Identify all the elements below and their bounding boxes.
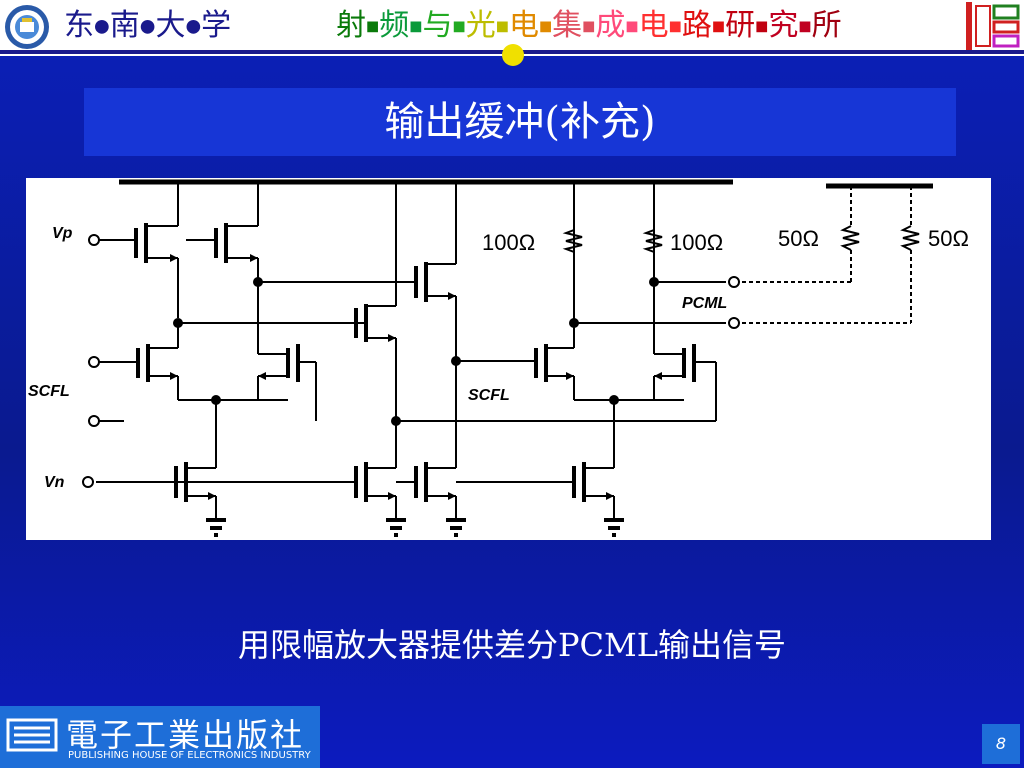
lab-separator: ■ [366,18,380,35]
lab-separator: ■ [711,18,726,35]
lab-char: 光 [465,8,496,43]
pcml-label: PCML [682,295,727,312]
lab-char: 电 [638,8,669,43]
resistor-100-left-label: 100Ω [482,230,535,255]
pcml-terminal-bottom [728,317,740,329]
lab-separator: ■ [538,18,553,35]
lab-char: 集 [552,8,583,43]
vp-label: Vp [52,225,73,242]
lab-char: 究 [768,8,799,43]
slide-caption: 用限幅放大器提供差分PCML输出信号 [237,626,787,664]
university-char: 南 [109,8,140,43]
lab-separator: ■ [495,18,509,35]
university-char: 东 [64,8,94,43]
pcml-terminal-top [728,276,740,288]
header-dot [502,44,524,66]
vp-terminal [88,234,100,246]
university-name: 东●南●大●学 [64,6,231,47]
lab-char: 电 [508,8,539,43]
title-band [84,88,956,156]
scfl-terminal-bottom [88,415,100,427]
scfl-right-label: SCFL [468,387,510,404]
lab-char: 射 [336,8,366,43]
lab-char: 成 [595,8,626,43]
resistor-50-left-label: 50Ω [778,226,819,251]
lab-name: 射■频■与■光■电■集■成■电■路■研■究■所 [336,6,842,47]
university-separator: ● [139,15,156,37]
lab-separator: ■ [798,18,812,35]
lab-separator: ■ [668,18,682,35]
lab-char: 研 [725,8,756,43]
page-number: 8 [982,724,1020,764]
university-char: 大 [155,8,186,43]
university-char: 学 [201,8,232,43]
publisher-bar: 電子工業出版社 PUBLISHING HOUSE OF ELECTRONICS … [0,706,320,768]
corner-decoration-icon [966,2,1020,50]
publisher-name: 電子工業出版社 [66,716,305,754]
scfl-terminal-top [88,356,100,368]
publisher-english-name: PUBLISHING HOUSE OF ELECTRONICS INDUSTRY [68,750,311,761]
lab-separator: ■ [452,18,466,35]
vn-label: Vn [44,474,65,491]
circuit-schematic: Vp SCFL Vn SCFL PCML 100Ω 100Ω 50Ω 50Ω [26,178,991,540]
university-separator: ● [94,15,110,37]
lab-char: 与 [422,8,453,43]
lab-char: 频 [379,8,410,43]
vn-terminal [82,476,94,488]
lab-separator: ■ [625,18,639,35]
lab-char: 路 [681,8,712,43]
lab-separator: ■ [409,18,423,35]
publisher-logo-icon [6,718,58,752]
university-separator: ● [185,15,202,37]
resistor-50-right-label: 50Ω [928,226,969,251]
lab-char: 所 [811,8,842,43]
slide-title: 输出缓冲(补充) [384,99,656,145]
scfl-left-label: SCFL [28,383,70,400]
university-logo-icon [5,5,49,49]
resistor-100-right-label: 100Ω [670,230,723,255]
lab-separator: ■ [582,18,596,35]
lab-separator: ■ [755,18,769,35]
